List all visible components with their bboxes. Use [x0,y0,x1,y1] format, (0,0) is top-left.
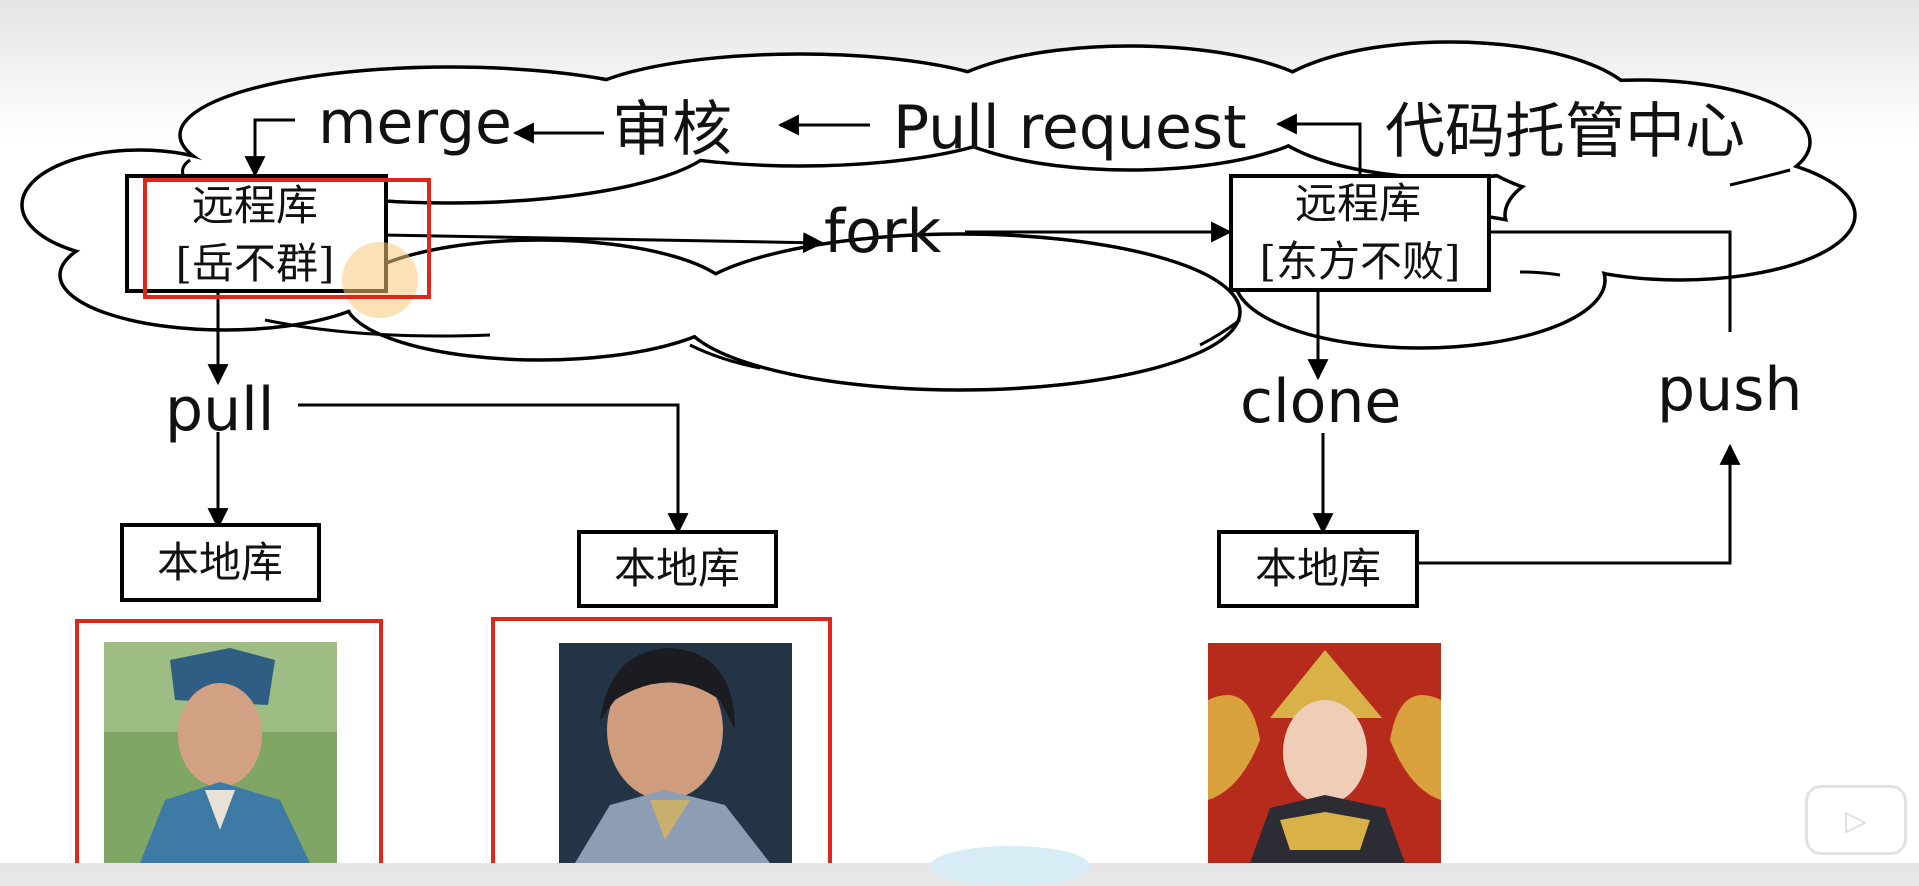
arrow-push-to-remote [1467,221,1732,332]
local-repo-3-label: 本地库 [1255,544,1381,593]
git-collaboration-diagram: 代码托管中心 merge 审核 Pull request fork pull c… [20,40,1857,863]
cursor-highlight [342,242,418,318]
pull-request-label: Pull request [893,93,1247,163]
local-repo-1: 本地库 [120,523,321,602]
play-triangle-icon: ▷ [1845,803,1867,837]
portrait-3 [1208,643,1441,863]
local-repo-2: 本地库 [577,530,778,608]
local-repo-3: 本地库 [1217,530,1419,608]
clone-label: clone [1240,367,1401,437]
remote-repo-left-title: 远程库 [192,181,318,230]
hosting-center-label: 代码托管中心 [1385,97,1745,167]
fork-label: fork [824,197,942,267]
remote-repo-left: 远程库 [岳不群] [125,174,388,293]
review-label: 审核 [612,95,732,165]
portrait-1 [104,642,337,863]
arrow-pull-to-local-2 [298,403,689,535]
portrait-2 [559,643,792,863]
remote-repo-left-owner: [岳不群] [176,239,335,288]
flow-arrows [207,113,1741,565]
remote-repo-right: 远程库 [东方不败] [1229,174,1491,292]
arrow-local-3-to-push [1418,443,1741,565]
remote-repo-right-owner: [东方不败] [1260,237,1461,286]
local-repo-2-label: 本地库 [614,544,740,593]
portrait-1-frame [75,619,383,863]
arrow-merge-to-remote [244,118,295,178]
portrait-2-frame [491,617,832,863]
video-player-icon[interactable]: ▷ [1805,785,1907,855]
merge-label: merge [318,88,512,158]
decorative-blob [930,846,1090,886]
arrow-remote-to-fork [382,232,825,254]
local-repo-1-label: 本地库 [157,538,283,587]
remote-left-highlight-frame [143,178,431,299]
remote-repo-right-title: 远程库 [1295,179,1421,228]
arrow-remote-to-pull-request [1275,113,1362,175]
push-label: push [1657,355,1802,425]
pull-label: pull [165,375,274,445]
